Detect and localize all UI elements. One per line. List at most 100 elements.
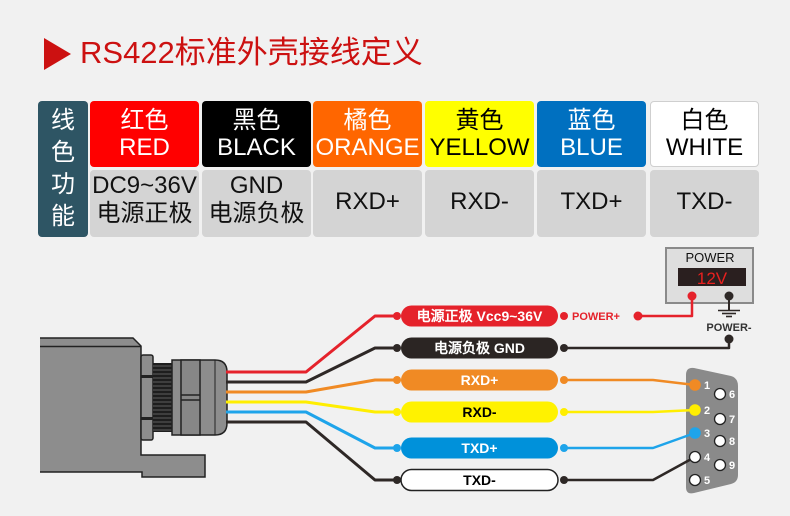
color-name-cn: 黑色 xyxy=(232,107,281,134)
db9-pin-label: 5 xyxy=(704,475,710,487)
wire-blue xyxy=(226,410,397,450)
wire-white xyxy=(226,420,397,482)
color-name-cn: 黄色 xyxy=(455,107,504,134)
pill-dot-left xyxy=(393,476,401,484)
pill-dot-left xyxy=(393,344,401,352)
pill-dot-right xyxy=(560,312,568,320)
housing-outline xyxy=(40,337,206,478)
db9-pin-label: 6 xyxy=(729,389,735,401)
pill-label: RXD- xyxy=(462,404,497,420)
db9-pin-label: 3 xyxy=(704,428,710,440)
power-supply: POWER 12V xyxy=(665,247,754,304)
wire-pill-blue: TXD+ xyxy=(393,437,568,459)
pill-dot-left xyxy=(393,408,401,416)
table-row-header: 线色功能 xyxy=(38,101,88,237)
pill-dot-right xyxy=(560,444,568,452)
power-minus-junction xyxy=(724,334,734,344)
pill-label: 电源正极 Vcc9~36V xyxy=(417,308,543,324)
pill-dot-left xyxy=(393,376,401,384)
color-name-cn: 红色 xyxy=(120,107,169,134)
wire-pill-white: TXD- xyxy=(393,468,568,492)
wire-black-to-power-minus xyxy=(564,339,731,350)
power-plus-junction xyxy=(633,311,643,321)
pill-body xyxy=(401,305,558,327)
db9-pin-9 xyxy=(713,458,727,472)
db9-pins: 1 2 3 4 5 6 7 8 9 xyxy=(688,379,735,487)
pill-body xyxy=(401,337,558,359)
color-name-cn: 蓝色 xyxy=(567,107,616,134)
power-plus-terminal xyxy=(687,291,697,301)
wires-left xyxy=(226,314,397,482)
db9-pin-1 xyxy=(689,379,701,391)
color-name-cn: 橘色 xyxy=(343,107,392,134)
power-minus-terminal xyxy=(724,291,734,301)
db9-pin-label: 4 xyxy=(704,452,711,464)
wire-color-cell-black: 黑色 BLACK xyxy=(202,101,311,167)
wire-yellow xyxy=(226,400,397,414)
db9-pin-6 xyxy=(713,387,727,401)
wire-color-cell-red: 红色 RED xyxy=(90,101,199,167)
wire-pill-orange: RXD+ xyxy=(393,369,568,391)
pill-body xyxy=(401,437,558,459)
gland-lock-nut xyxy=(140,354,154,441)
housing-body xyxy=(40,338,205,477)
wire-pill-yellow: RXD- xyxy=(393,401,568,423)
wire-white-to-pin4 xyxy=(564,455,696,482)
page-title: RS422标准外壳接线定义 xyxy=(80,35,423,70)
db9-pin-8 xyxy=(713,434,727,448)
db9-pin-label: 9 xyxy=(729,460,735,472)
power-supply-display xyxy=(678,268,746,286)
wire-color-cell-orange: 橘色 ORANGE xyxy=(313,101,422,167)
wire-red xyxy=(226,314,397,374)
wire-pill-red: 电源正极 Vcc9~36V xyxy=(393,305,568,327)
function-line: RXD- xyxy=(450,187,509,215)
pill-label: TXD+ xyxy=(461,440,497,456)
wire-function-cell-white: TXD- xyxy=(650,170,759,237)
wire-orange xyxy=(226,378,397,394)
db9-pin-label: 7 xyxy=(729,414,735,426)
pill-body xyxy=(400,468,559,492)
function-line: DC9~36V xyxy=(92,171,197,199)
color-name-cn: 白色 xyxy=(680,107,729,134)
wire-red-to-power-plus xyxy=(638,296,694,318)
cable-gland xyxy=(140,354,228,441)
voltage-readout: 12V xyxy=(697,269,728,288)
pill-dot-right xyxy=(560,408,568,416)
wire-function-cell-yellow: RXD- xyxy=(425,170,534,237)
function-line: TXD+ xyxy=(560,187,623,215)
triangle-right-icon xyxy=(44,38,71,70)
color-name-en: RED xyxy=(119,134,170,161)
power-supply-title: POWER xyxy=(685,250,734,265)
pill-dot-right xyxy=(560,344,568,352)
pill-dot-right xyxy=(560,376,568,384)
wire-function-cell-red: DC9~36V 电源正极 xyxy=(90,170,199,237)
function-line: 电源负极 xyxy=(208,199,305,227)
db9-pin-label: 1 xyxy=(704,380,710,392)
pill-body xyxy=(401,401,558,423)
gland-hex-face xyxy=(180,359,201,436)
color-name-en: ORANGE xyxy=(315,134,420,161)
pill-body xyxy=(401,369,558,391)
wire-function-cell-blue: TXD+ xyxy=(537,170,646,237)
pill-label: RXD+ xyxy=(461,372,499,388)
pill-label: TXD- xyxy=(463,472,496,488)
pill-dot-right xyxy=(560,476,568,484)
pill-dot-left xyxy=(393,444,401,452)
sensor-housing xyxy=(40,337,206,478)
power-plus-label: POWER+ xyxy=(572,311,620,323)
color-name-en: WHITE xyxy=(665,134,744,161)
ground-icon xyxy=(718,309,740,318)
function-line: TXD- xyxy=(676,187,733,215)
db9-pin-7 xyxy=(713,412,727,426)
wire-function-cell-black: GND 电源负极 xyxy=(202,170,311,237)
db9-pin-4 xyxy=(688,450,702,464)
db9-pin-label: 8 xyxy=(729,436,735,448)
db9-pin-label: 2 xyxy=(704,405,710,417)
db9-pin-5 xyxy=(688,473,702,487)
pill-dot-left xyxy=(393,312,401,320)
wire-black xyxy=(226,346,397,384)
wire-yellow-to-pin2 xyxy=(564,408,696,414)
color-name-en: YELLOW xyxy=(429,134,530,161)
color-name-en: BLUE xyxy=(560,134,623,161)
